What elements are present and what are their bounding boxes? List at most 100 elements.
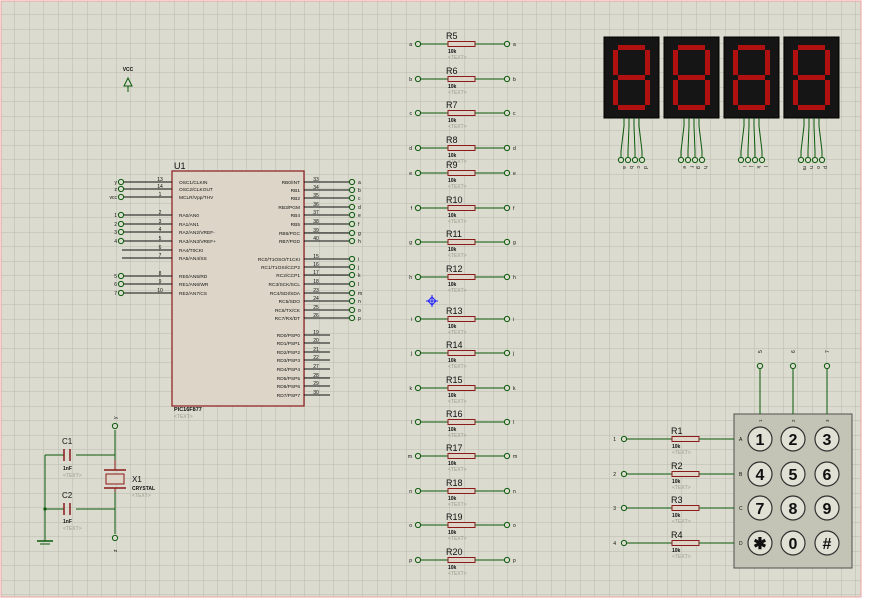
keypad-key[interactable] [780, 461, 806, 487]
resistor-in-terminal[interactable] [414, 452, 422, 460]
keypad-column-terminal[interactable] [823, 362, 831, 370]
resistor-out-terminal[interactable] [503, 487, 511, 495]
mcu-right-pin-terminal[interactable] [348, 297, 356, 305]
display-pin-terminal[interactable] [638, 156, 646, 164]
keypad-row-resistor[interactable] [671, 436, 700, 442]
display-pin-terminal[interactable] [691, 156, 699, 164]
display-pin-terminal[interactable] [698, 156, 706, 164]
mcu-left-pin-terminal[interactable] [117, 228, 125, 236]
display-pin-terminal[interactable] [804, 156, 812, 164]
mcu-left-pin-terminal[interactable] [117, 193, 125, 201]
keypad-key[interactable] [780, 530, 806, 556]
keypad-key[interactable] [780, 495, 806, 521]
keypad-row-resistor[interactable] [671, 505, 700, 511]
keypad-row-resistor[interactable] [671, 471, 700, 477]
mcu-right-pin-terminal[interactable] [348, 271, 356, 279]
resistor-body[interactable] [447, 205, 476, 211]
display-pin-terminal[interactable] [624, 156, 632, 164]
resistor-body[interactable] [447, 41, 476, 47]
resistor-in-terminal[interactable] [414, 418, 422, 426]
keypad-row-resistor[interactable] [671, 540, 700, 546]
xtal-net-terminal[interactable] [111, 422, 119, 430]
resistor-body[interactable] [447, 145, 476, 151]
display-pin-terminal[interactable] [744, 156, 752, 164]
resistor-in-terminal[interactable] [414, 75, 422, 83]
resistor-out-terminal[interactable] [503, 315, 511, 323]
mcu-right-pin-terminal[interactable] [348, 306, 356, 314]
xtal-net-terminal[interactable] [111, 534, 119, 542]
resistor-out-terminal[interactable] [503, 40, 511, 48]
resistor-body[interactable] [447, 385, 476, 391]
resistor-out-terminal[interactable] [503, 349, 511, 357]
resistor-in-terminal[interactable] [414, 349, 422, 357]
mcu-left-pin-terminal[interactable] [117, 211, 125, 219]
display-pin-terminal[interactable] [751, 156, 759, 164]
mcu-left-pin-terminal[interactable] [117, 280, 125, 288]
resistor-out-terminal[interactable] [503, 238, 511, 246]
resistor-out-terminal[interactable] [503, 418, 511, 426]
resistor-in-terminal[interactable] [414, 169, 422, 177]
mcu-right-pin-terminal[interactable] [348, 220, 356, 228]
keypad-key[interactable] [747, 461, 773, 487]
mcu-right-pin-terminal[interactable] [348, 255, 356, 263]
mcu-right-pin-terminal[interactable] [348, 194, 356, 202]
keypad-key[interactable] [780, 426, 806, 452]
resistor-body[interactable] [447, 316, 476, 322]
resistor-in-terminal[interactable] [414, 384, 422, 392]
mcu-right-pin-terminal[interactable] [348, 186, 356, 194]
resistor-body[interactable] [447, 170, 476, 176]
display-pin-terminal[interactable] [684, 156, 692, 164]
resistor-body[interactable] [447, 488, 476, 494]
resistor-out-terminal[interactable] [503, 109, 511, 117]
resistor-in-terminal[interactable] [414, 238, 422, 246]
resistor-body[interactable] [447, 239, 476, 245]
resistor-in-terminal[interactable] [414, 273, 422, 281]
resistor-out-terminal[interactable] [503, 384, 511, 392]
resistor-body[interactable] [447, 274, 476, 280]
vcc-terminal[interactable]: VCC [123, 67, 134, 92]
mcu-right-pin-terminal[interactable] [348, 263, 356, 271]
keypad-key[interactable] [814, 461, 840, 487]
keypad-row-terminal[interactable] [620, 435, 628, 443]
mcu-right-pin-terminal[interactable] [348, 211, 356, 219]
mcu-body[interactable] [171, 170, 305, 407]
keypad-row-terminal[interactable] [620, 470, 628, 478]
mcu-right-pin-terminal[interactable] [348, 280, 356, 288]
display-pin-terminal[interactable] [818, 156, 826, 164]
resistor-out-terminal[interactable] [503, 144, 511, 152]
resistor-body[interactable] [447, 350, 476, 356]
mcu-left-pin-terminal[interactable] [117, 178, 125, 186]
resistor-body[interactable] [447, 110, 476, 116]
resistor-in-terminal[interactable] [414, 204, 422, 212]
resistor-body[interactable] [447, 419, 476, 425]
display-pin-terminal[interactable] [737, 156, 745, 164]
resistor-in-terminal[interactable] [414, 315, 422, 323]
keypad-circuit[interactable]: 5162731R110k<TEXT>A2R210k<TEXT>B3R310k<T… [613, 350, 853, 569]
resistor-body[interactable] [447, 522, 476, 528]
mcu-right-pin-terminal[interactable] [348, 203, 356, 211]
display-pin-terminal[interactable] [631, 156, 639, 164]
display-pin-terminal[interactable] [811, 156, 819, 164]
mcu-right-pin-terminal[interactable] [348, 229, 356, 237]
resistor-in-terminal[interactable] [414, 487, 422, 495]
keypad-column-terminal[interactable] [756, 362, 764, 370]
mcu-right-pin-terminal[interactable] [348, 314, 356, 322]
display-pin-terminal[interactable] [677, 156, 685, 164]
mcu-right-pin-terminal[interactable] [348, 237, 356, 245]
keypad-key[interactable] [747, 426, 773, 452]
keypad-key[interactable] [814, 495, 840, 521]
resistor-in-terminal[interactable] [414, 40, 422, 48]
mcu-left-pin-terminal[interactable] [117, 237, 125, 245]
keypad-column-terminal[interactable] [789, 362, 797, 370]
resistor-out-terminal[interactable] [503, 452, 511, 460]
keypad-key[interactable] [814, 426, 840, 452]
resistor-in-terminal[interactable] [414, 109, 422, 117]
mcu-right-pin-terminal[interactable] [348, 178, 356, 186]
resistor-out-terminal[interactable] [503, 169, 511, 177]
keypad-row-terminal[interactable] [620, 504, 628, 512]
keypad-key[interactable] [747, 530, 773, 556]
